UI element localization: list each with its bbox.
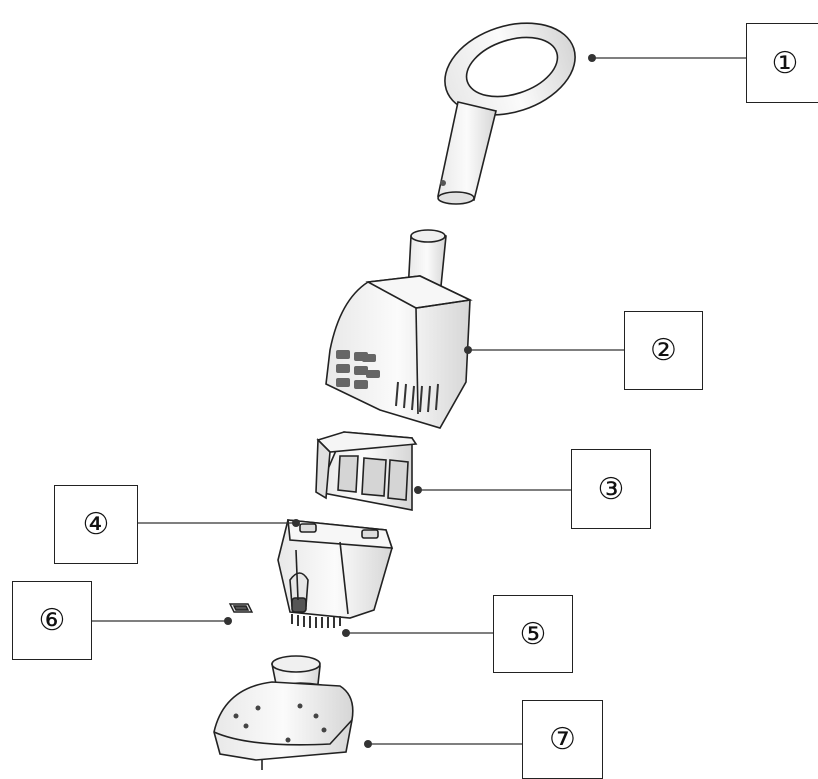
callout-2: ② (624, 311, 703, 390)
part-debris-canister (277, 519, 394, 619)
callout-5: ⑤ (493, 595, 573, 673)
callout-4-label: ④ (82, 507, 110, 542)
callout-7: ⑦ (522, 700, 603, 779)
part-canister-bristles (291, 614, 341, 628)
part-vacuum-head (213, 655, 354, 770)
callout-3-label: ③ (597, 471, 625, 507)
callout-3: ③ (571, 449, 651, 529)
callout-6: ⑥ (12, 581, 92, 660)
part-handle (437, 22, 576, 205)
callout-4: ④ (54, 485, 138, 564)
callout-1: ① (746, 23, 818, 103)
callout-7-label: ⑦ (549, 722, 576, 757)
callout-2-label: ② (650, 333, 677, 368)
callout-1-label: ① (771, 45, 799, 81)
callout-6-label: ⑥ (38, 603, 66, 638)
part-filter-cage (315, 431, 418, 511)
part-motor-housing (325, 229, 473, 429)
part-small-clip (228, 603, 254, 613)
leader-lines (92, 54, 746, 748)
callout-5-label: ⑤ (519, 616, 547, 652)
